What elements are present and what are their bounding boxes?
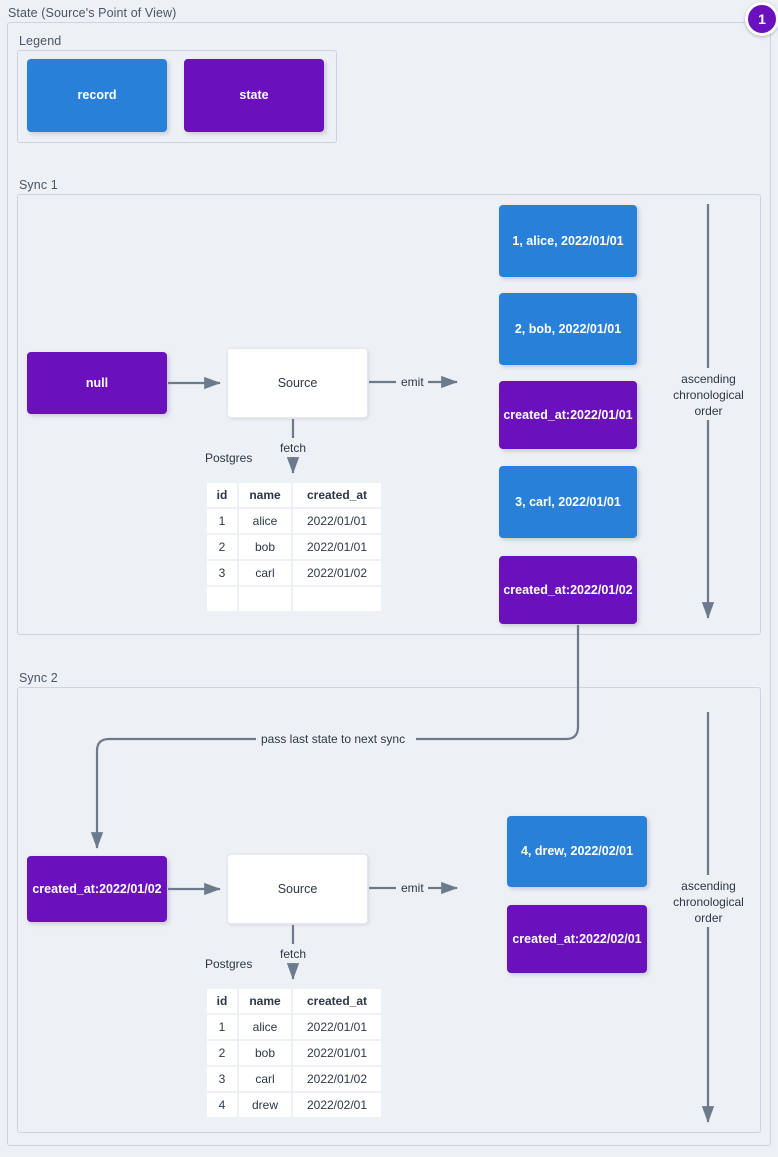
cell-name <box>239 587 291 611</box>
table-row: 2 bob 2022/01/01 <box>207 535 381 559</box>
cell-id: 3 <box>207 1067 237 1091</box>
table-row: 1 alice 2022/01/01 <box>207 509 381 533</box>
cell-created-at: 2022/01/01 <box>293 509 381 533</box>
axis-line-1: ascending <box>681 372 736 386</box>
col-name: name <box>239 989 291 1013</box>
page-title: State (Source's Point of View) <box>8 6 177 20</box>
state-value: 2022/01/02 <box>570 582 633 597</box>
state-key: created_at: <box>32 881 100 896</box>
sync1-emit-label: emit <box>398 375 427 389</box>
axis-line-2: chronological <box>673 388 744 403</box>
cell-created-at: 2022/01/01 <box>293 535 381 559</box>
cell-name: alice <box>239 509 291 533</box>
sync1-label: Sync 1 <box>19 178 58 192</box>
legend-item-record: record <box>27 59 167 132</box>
sync2-db-label: Postgres <box>205 957 253 971</box>
step-badge[interactable]: 1 <box>745 2 778 36</box>
sync1-source-node: Source <box>227 348 368 418</box>
sync1-postgres-table: id name created_at 1 alice 2022/01/01 2 … <box>205 481 383 613</box>
cell-created-at <box>293 587 381 611</box>
cell-name: bob <box>239 1041 291 1065</box>
col-id: id <box>207 483 237 507</box>
legend-box <box>17 50 337 143</box>
cell-name: drew <box>239 1093 291 1117</box>
col-created-at: created_at <box>293 989 381 1013</box>
cell-id <box>207 587 237 611</box>
table-header-row: id name created_at <box>207 989 381 1013</box>
state-key: created_at: <box>503 582 571 597</box>
sync2-source-node: Source <box>227 854 368 924</box>
cell-name: alice <box>239 1015 291 1039</box>
table-row: 1 alice 2022/01/01 <box>207 1015 381 1039</box>
sync1-axis-caption: ascending chronological order <box>661 371 756 420</box>
table-header-row: id name created_at <box>207 483 381 507</box>
sync2-postgres-table: id name created_at 1 alice 2022/01/01 2 … <box>205 987 383 1119</box>
legend-item-state: state <box>184 59 324 132</box>
cell-id: 4 <box>207 1093 237 1117</box>
sync2-fetch-label: fetch <box>277 947 310 961</box>
axis-line-3: order <box>694 911 723 926</box>
cell-created-at: 2022/01/01 <box>293 1015 381 1039</box>
sync1-input-state: null <box>27 352 167 414</box>
sync1-stream-record-2: 2, bob, 2022/01/01 <box>499 293 637 365</box>
cell-created-at: 2022/01/01 <box>293 1041 381 1065</box>
cell-id: 1 <box>207 1015 237 1039</box>
col-id: id <box>207 989 237 1013</box>
sync2-label: Sync 2 <box>19 671 58 685</box>
axis-line-2: chronological <box>673 895 744 910</box>
sync1-stream-record-1: 1, alice, 2022/01/01 <box>499 205 637 277</box>
table-row: 3 carl 2022/01/02 <box>207 1067 381 1091</box>
state-key: created_at: <box>503 407 571 422</box>
cell-id: 1 <box>207 509 237 533</box>
state-value: 2022/01/02 <box>99 881 162 896</box>
legend-label: Legend <box>19 34 62 48</box>
cell-name: bob <box>239 535 291 559</box>
cell-created-at: 2022/02/01 <box>293 1093 381 1117</box>
table-row-empty <box>207 587 381 611</box>
sync1-stream-state-1: created_at: 2022/01/01 <box>499 381 637 449</box>
sync1-stream-record-3: 3, carl, 2022/01/01 <box>499 466 637 538</box>
cell-created-at: 2022/01/02 <box>293 1067 381 1091</box>
cell-id: 3 <box>207 561 237 585</box>
cell-created-at: 2022/01/02 <box>293 561 381 585</box>
outer-frame <box>7 22 771 1146</box>
sync1-box <box>17 194 761 635</box>
sync1-db-label: Postgres <box>205 451 253 465</box>
sync2-stream-state-1: created_at: 2022/02/01 <box>507 905 647 973</box>
pass-state-label: pass last state to next sync <box>258 732 409 746</box>
sync2-emit-label: emit <box>398 881 427 895</box>
axis-line-3: order <box>694 404 723 419</box>
table-row: 4 drew 2022/02/01 <box>207 1093 381 1117</box>
cell-id: 2 <box>207 1041 237 1065</box>
table-row: 2 bob 2022/01/01 <box>207 1041 381 1065</box>
sync1-fetch-label: fetch <box>277 441 310 455</box>
cell-name: carl <box>239 561 291 585</box>
sync2-stream-record-1: 4, drew, 2022/02/01 <box>507 816 647 887</box>
sync2-box <box>17 687 761 1133</box>
state-value: 2022/02/01 <box>579 931 642 946</box>
sync1-stream-state-2: created_at: 2022/01/02 <box>499 556 637 624</box>
axis-line-1: ascending <box>681 879 736 893</box>
sync2-axis-caption: ascending chronological order <box>661 878 756 927</box>
cell-id: 2 <box>207 535 237 559</box>
table-row: 3 carl 2022/01/02 <box>207 561 381 585</box>
sync2-input-state: created_at: 2022/01/02 <box>27 856 167 922</box>
state-value: 2022/01/01 <box>570 407 633 422</box>
col-name: name <box>239 483 291 507</box>
cell-name: carl <box>239 1067 291 1091</box>
state-key: created_at: <box>512 931 580 946</box>
col-created-at: created_at <box>293 483 381 507</box>
